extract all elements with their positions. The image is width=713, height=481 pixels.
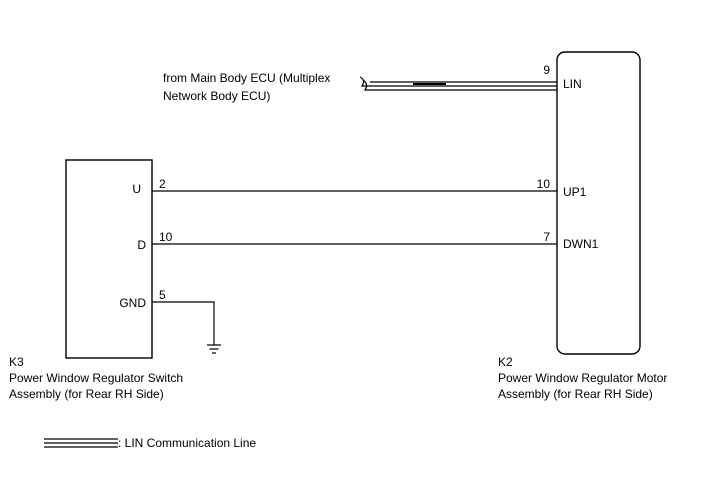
k3-name-line1: Power Window Regulator Switch: [9, 371, 183, 385]
k2-name-line1: Power Window Regulator Motor: [498, 371, 667, 385]
source-note-line2: Network Body ECU): [163, 89, 270, 103]
legend-lin-line-icon: [44, 438, 118, 448]
ground-symbol-icon: [207, 344, 221, 354]
k3-pin-gnd: 5: [159, 288, 166, 302]
lin-communication-line: [359, 76, 557, 91]
k2-connector-box: [556, 51, 641, 355]
k2-terminal-dwn1-label: DWN1: [563, 237, 599, 251]
k2-terminal-up1-label: UP1: [563, 185, 587, 199]
k3-pin-d: 10: [159, 230, 173, 244]
lin-line-2: [362, 79, 557, 91]
k2-pin-up1: 10: [537, 177, 551, 191]
wire-gnd: [152, 301, 215, 345]
k2-terminal-lin-label: LIN: [563, 77, 582, 91]
k2-name-line2: Assembly (for Rear RH Side): [498, 387, 653, 401]
k3-name-line2: Assembly (for Rear RH Side): [9, 387, 164, 401]
source-note-line1: from Main Body ECU (Multiplex: [163, 71, 330, 85]
legend-text: : LIN Communication Line: [118, 436, 256, 450]
k3-terminal-u-label: U: [132, 182, 141, 196]
k2-code: K2: [498, 355, 513, 369]
k3-code: K3: [9, 355, 24, 369]
k3-terminal-gnd-label: GND: [119, 296, 146, 310]
k3-terminal-d-label: D: [137, 238, 146, 252]
k3-pin-u: 2: [159, 177, 166, 191]
lin-line-1: [359, 76, 557, 87]
k2-pin-dwn1: 7: [543, 230, 550, 244]
k3-connector-box: [65, 159, 153, 359]
k2-pin-lin: 9: [543, 63, 550, 77]
